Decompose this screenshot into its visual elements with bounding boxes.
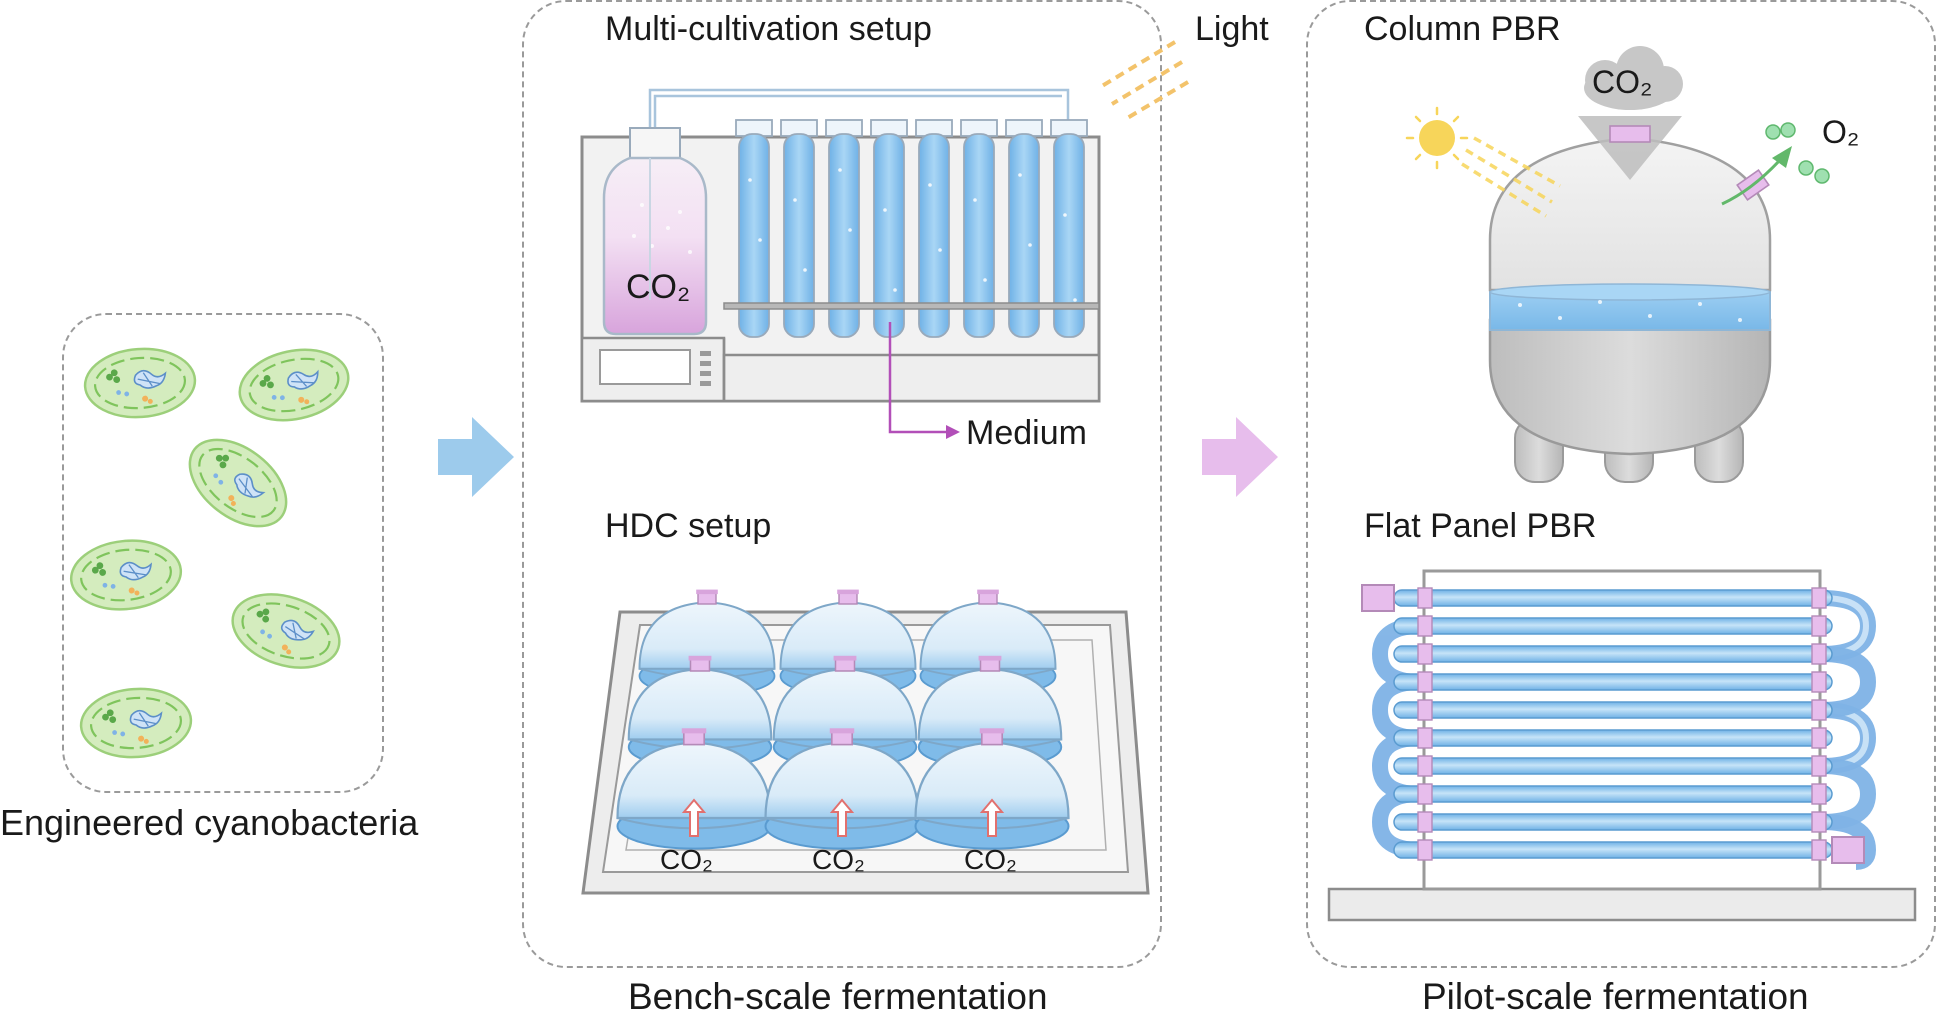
hdc-co2-label: CO₂ <box>660 844 713 875</box>
culture-tube <box>735 119 773 338</box>
sun-icon <box>1405 106 1469 170</box>
hdc-title: HDC setup <box>605 507 772 545</box>
o2-bubbles <box>1765 122 1830 184</box>
light-label: Light <box>1195 10 1269 48</box>
pilot-scale-panel <box>1306 0 1936 968</box>
pipe-connectors <box>1417 587 1827 861</box>
cells-panel <box>62 313 384 793</box>
o2-outlet-valve <box>1721 146 1792 206</box>
pilot-scale-caption: Pilot-scale fermentation <box>1422 976 1809 1017</box>
hdc-co2-label: CO₂ <box>812 844 865 875</box>
gas-manifold <box>648 88 1070 128</box>
flow-arrow-blue <box>438 417 514 497</box>
co2-inlet-arrow <box>1578 116 1682 180</box>
column-pbr-title: Column PBR <box>1364 10 1561 48</box>
multi-cultivation-title: Multi-cultivation setup <box>605 10 932 48</box>
column-co2-label: CO₂ <box>1592 64 1653 100</box>
bench-scale-panel <box>522 0 1162 968</box>
light-rays <box>1100 40 1190 122</box>
co2-bottle <box>602 127 708 336</box>
sun-rays <box>1461 136 1561 218</box>
culture-tube <box>960 119 998 338</box>
culture-tube <box>870 119 908 338</box>
co2-bottle-label: CO₂ <box>626 268 691 306</box>
flat-panel-outlet <box>1831 836 1865 864</box>
flat-panel-pipes <box>1393 589 1833 859</box>
cells-caption: Engineered cyanobacteria <box>0 802 419 843</box>
culture-tubes <box>735 119 1088 338</box>
culture-tube <box>825 119 863 338</box>
flow-arrow-pink <box>1202 417 1278 497</box>
flat-panel-base <box>1327 887 1917 922</box>
culture-tube <box>780 119 818 338</box>
co2-cloud <box>1584 46 1683 110</box>
culture-tube <box>915 119 953 338</box>
control-buttons <box>700 351 711 386</box>
bench-scale-caption: Bench-scale fermentation <box>628 976 1048 1017</box>
culture-tube <box>1050 119 1088 338</box>
flat-panel-inlet <box>1361 584 1395 612</box>
hdc-co2-label: CO₂ <box>964 844 1017 875</box>
medium-outlet-line <box>888 322 948 434</box>
control-display <box>599 349 691 385</box>
culture-tube <box>1005 119 1043 338</box>
o2-label: O₂ <box>1822 114 1860 150</box>
flat-panel-pbr-title: Flat Panel PBR <box>1364 507 1597 545</box>
medium-label: Medium <box>966 414 1087 452</box>
co2-inflow-arrows <box>681 798 1005 837</box>
